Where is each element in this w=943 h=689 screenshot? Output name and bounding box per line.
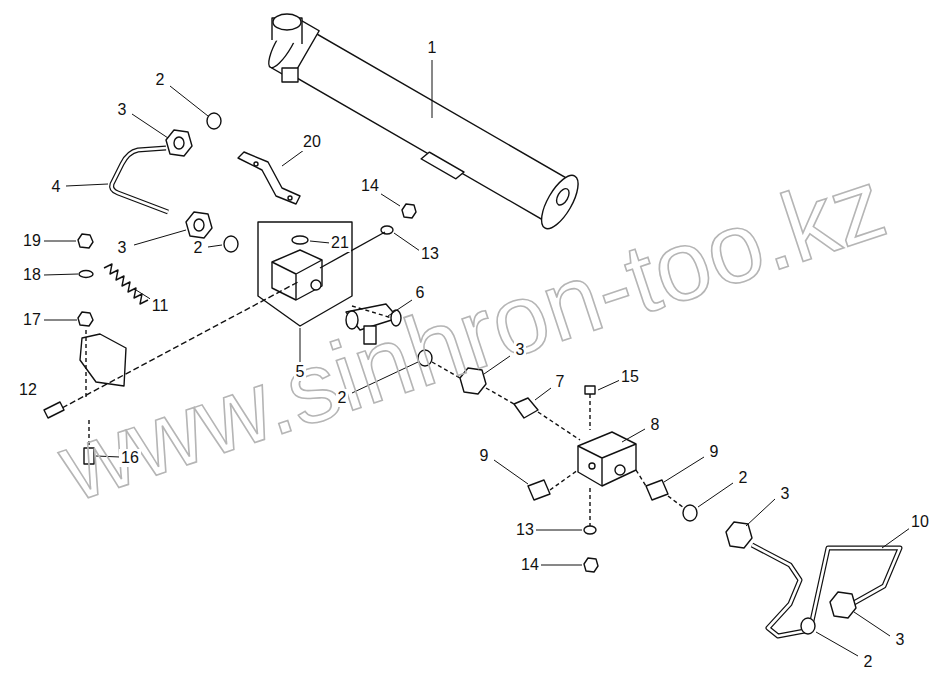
callout-number: 18 bbox=[21, 266, 43, 284]
callout-number: 12 bbox=[17, 381, 39, 399]
callout-number: 5 bbox=[294, 363, 307, 381]
callout-number: 3 bbox=[116, 101, 129, 119]
callout-number: 2 bbox=[154, 71, 167, 89]
callout-number: 10 bbox=[909, 513, 931, 531]
callout-number: 7 bbox=[554, 373, 567, 391]
callout-number: 2 bbox=[737, 469, 750, 487]
callout-number: 8 bbox=[649, 416, 662, 434]
callout-number: 3 bbox=[779, 485, 792, 503]
callout-number: 9 bbox=[708, 443, 721, 461]
callout-number: 9 bbox=[478, 447, 491, 465]
callout-number: 19 bbox=[21, 232, 43, 250]
callout-number: 14 bbox=[359, 177, 381, 195]
callout-number: 16 bbox=[119, 449, 141, 467]
callout-number: 2 bbox=[336, 389, 349, 407]
callout-number: 3 bbox=[116, 239, 129, 257]
leader-lines bbox=[44, 60, 910, 656]
callout-number: 21 bbox=[329, 234, 351, 252]
callout-number: 11 bbox=[150, 297, 171, 315]
callout-number: 14 bbox=[519, 556, 541, 574]
callout-number: 2 bbox=[862, 653, 875, 671]
hydraulic-cylinder bbox=[261, 13, 585, 236]
callout-number: 4 bbox=[50, 178, 63, 196]
callout-number: 15 bbox=[619, 368, 641, 386]
callout-number: 3 bbox=[514, 341, 527, 359]
callout-number: 17 bbox=[21, 311, 43, 329]
watermark: www.sinhron-too.kz bbox=[48, 153, 896, 517]
callout-number: 20 bbox=[301, 133, 323, 151]
callout-number: 2 bbox=[192, 239, 205, 257]
callout-number: 1 bbox=[426, 39, 439, 57]
callout-number: 3 bbox=[894, 631, 907, 649]
callout-number: 6 bbox=[414, 284, 427, 302]
callout-number: 13 bbox=[514, 521, 536, 539]
callout-number: 13 bbox=[419, 245, 441, 263]
